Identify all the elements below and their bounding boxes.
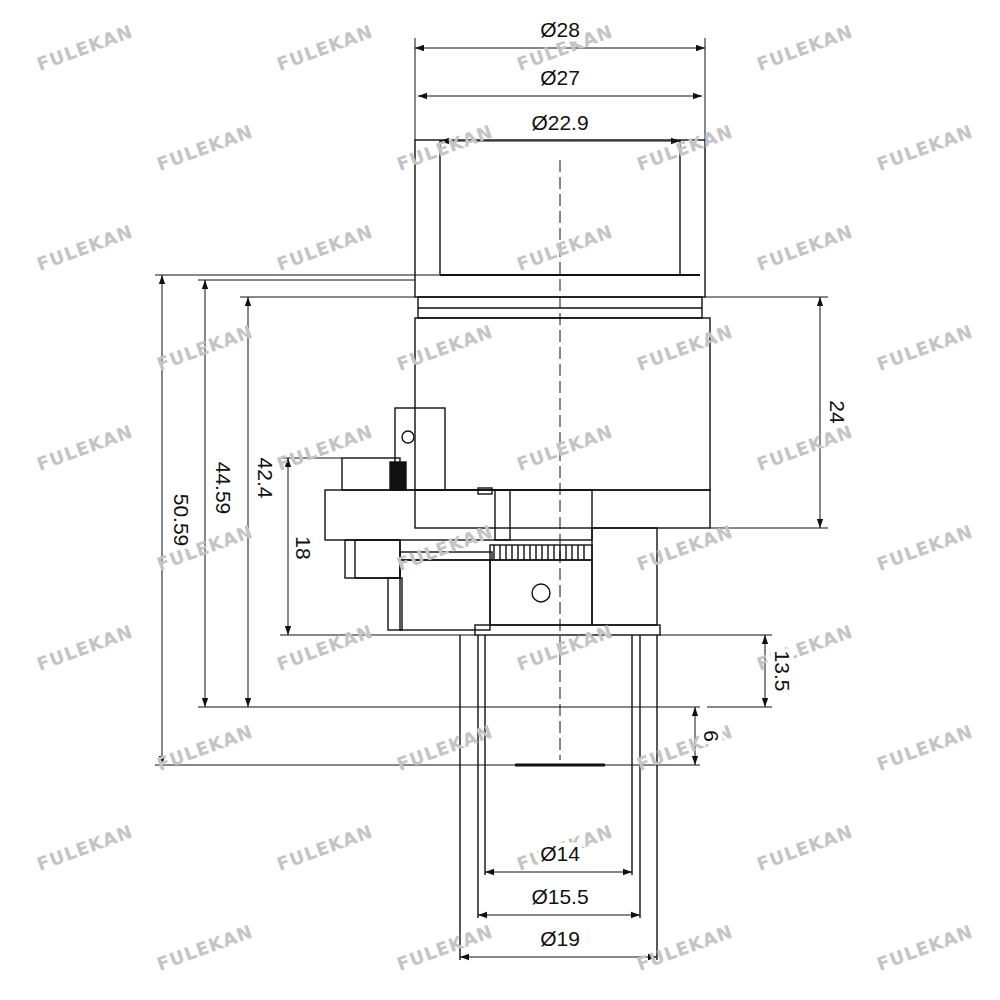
watermark: FULEKAN [634,121,735,174]
dimension-label: 18 [291,534,314,561]
watermark: FULEKAN [154,721,255,774]
watermark: FULEKAN [514,621,615,674]
dimension-label: 13.5 [770,649,793,694]
watermark: FULEKAN [874,521,975,574]
watermark: FULEKAN [274,621,375,674]
dimension-label: 50.59 [169,492,192,549]
dimension-label: 44.59 [211,460,234,517]
watermark: FULEKAN [274,221,375,274]
watermark: FULEKAN [754,221,855,274]
dimension-label: Ø27 [538,66,582,89]
watermark: FULEKAN [274,821,375,874]
watermark: FULEKAN [394,521,495,574]
watermark: FULEKAN [754,821,855,874]
watermark: FULEKAN [394,321,495,374]
watermark: FULEKAN [394,921,495,974]
watermark: FULEKAN [274,421,375,474]
watermark: FULEKAN [394,721,495,774]
watermark: FULEKAN [34,421,135,474]
watermark: FULEKAN [874,321,975,374]
watermark: FULEKAN [514,221,615,274]
watermark: FULEKAN [514,421,615,474]
watermark: FULEKAN [754,421,855,474]
watermark: FULEKAN [154,921,255,974]
dimension-label: 42.4 [253,456,276,501]
dimension-label: Ø28 [538,18,582,41]
watermark: FULEKAN [34,821,135,874]
watermark: FULEKAN [634,521,735,574]
watermark: FULEKAN [874,121,975,174]
dimension-label: Ø22.9 [529,111,590,134]
dimension-label: Ø19 [538,927,582,950]
watermark: FULEKAN [394,121,495,174]
watermark: FULEKAN [34,221,135,274]
watermark: FULEKAN [274,21,375,74]
dimension-label: 6 [699,728,722,744]
watermark: FULEKAN [34,21,135,74]
watermark: FULEKAN [874,921,975,974]
watermark: FULEKAN [634,321,735,374]
dimension-label: 24 [825,398,848,425]
watermark: FULEKAN [874,721,975,774]
watermark: FULEKAN [154,121,255,174]
dimension-label: Ø15.5 [529,885,590,908]
dimension-label: Ø14 [538,842,582,865]
watermark: FULEKAN [34,621,135,674]
watermark: FULEKAN [634,921,735,974]
watermark: FULEKAN [754,21,855,74]
